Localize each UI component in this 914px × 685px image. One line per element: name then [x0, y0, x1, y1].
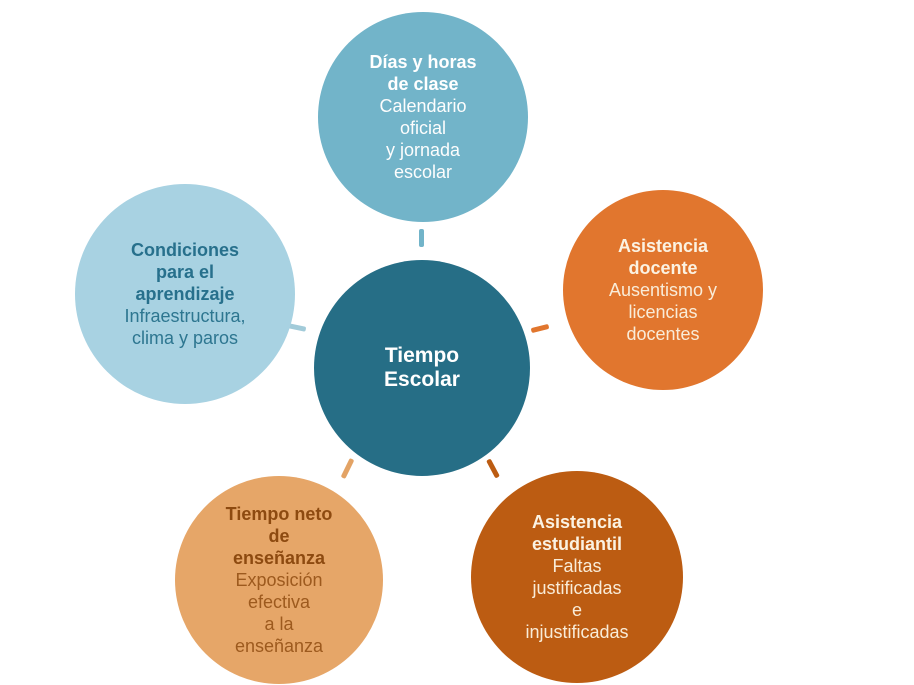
node-heading: Condiciones para el aprendizaje — [130, 240, 239, 304]
node-tiempo-neto-de-ensenanza: Tiempo neto de enseñanza Exposición efec… — [175, 476, 383, 684]
node-asistencia-estudiantil: Asistencia estudiantil Faltas justificad… — [471, 471, 683, 683]
node-description: Exposición efectiva a la enseñanza — [234, 570, 324, 656]
node-tiempo-escolar-center: Tiempo Escolar — [314, 260, 530, 476]
center-title: Tiempo Escolar — [384, 344, 460, 391]
connector-bottom-left — [340, 457, 355, 480]
node-heading: Asistencia docente — [617, 236, 709, 278]
node-condiciones-para-el-aprendizaje: Condiciones para el aprendizaje Infraest… — [75, 184, 295, 404]
connector-right — [530, 323, 550, 334]
connector-top — [419, 229, 424, 247]
node-heading: Días y horas de clase — [369, 52, 477, 94]
node-heading: Asistencia estudiantil — [531, 512, 623, 554]
node-heading: Tiempo neto de enseñanza — [225, 504, 333, 568]
connector-bottom-right — [486, 458, 500, 479]
node-description: Infraestructura, clima y paros — [124, 306, 246, 348]
node-dias-y-horas-de-clase: Días y horas de clase Calendario oficial… — [318, 12, 528, 222]
node-description: Faltas justificadas e injustificadas — [525, 556, 629, 642]
node-description: Calendario oficial y jornada escolar — [379, 96, 467, 182]
node-asistencia-docente: Asistencia docente Ausentismo y licencia… — [563, 190, 763, 390]
node-description: Ausentismo y licencias docentes — [608, 280, 718, 344]
